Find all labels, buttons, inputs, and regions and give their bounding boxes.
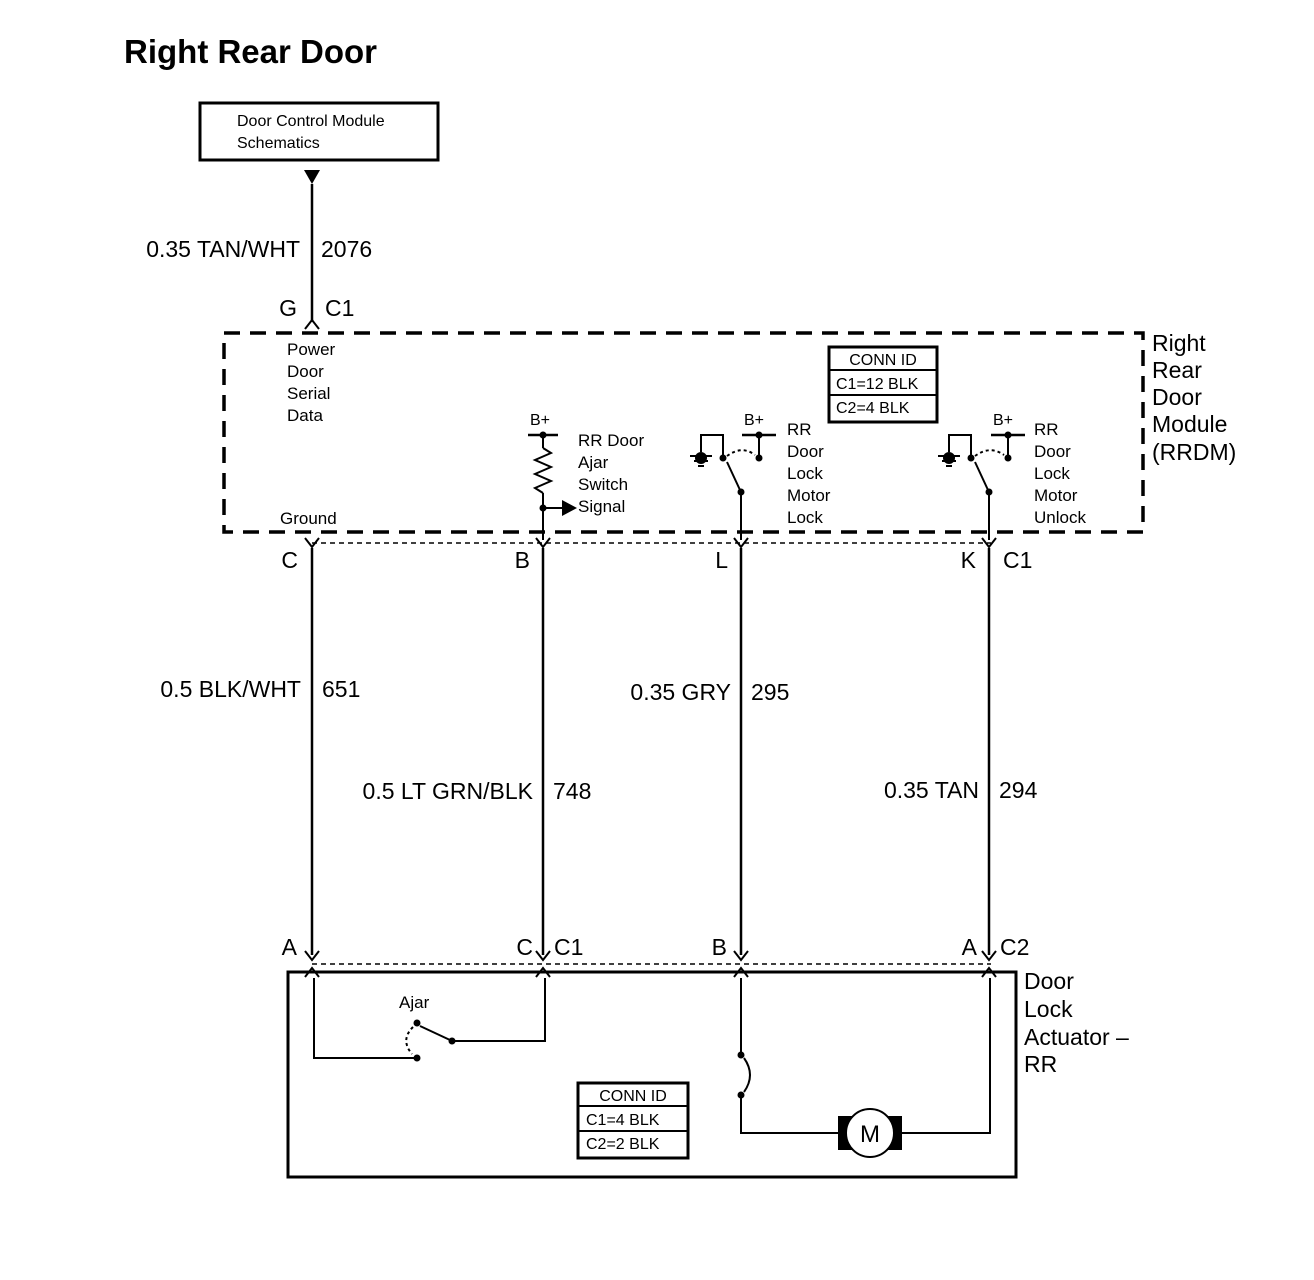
- top-conn-label: C1: [325, 295, 354, 321]
- signal-arrow-icon: [562, 500, 577, 516]
- act-pin-a1: A: [282, 934, 298, 960]
- actuator-name-4: RR: [1024, 1051, 1057, 1077]
- rrdm-name-5: (RRDM): [1152, 439, 1236, 465]
- pullup-resistor-icon: [532, 447, 554, 494]
- bplus-label-ajar: B+: [530, 412, 550, 429]
- actuator-conn-id-box: [576, 1081, 690, 1160]
- lock-relay: B+: [690, 412, 776, 540]
- pin-l-label: L: [715, 547, 728, 573]
- ajar-switch-label: Ajar: [399, 993, 430, 1012]
- unlock-label-2: Door: [1034, 442, 1071, 461]
- power-door-label-3: Serial: [287, 384, 330, 403]
- ajar-label-2: Ajar: [578, 453, 609, 472]
- rrdm-name-2: Rear: [1152, 357, 1202, 383]
- wire-294-gauge: 0.35 TAN: [884, 777, 979, 803]
- pin-b-icon: [535, 537, 551, 549]
- rrdm-conn-id-row2: C2=4 BLK: [836, 400, 910, 417]
- wire-748-gauge: 0.5 LT GRN/BLK: [363, 778, 534, 804]
- wire-295-gauge: 0.35 GRY: [630, 679, 731, 705]
- wire-2076-circuit: 2076: [321, 236, 372, 262]
- diagram-title: Right Rear Door: [124, 33, 377, 70]
- bplus-label-unlock: B+: [993, 412, 1013, 429]
- ajar-label-4: Signal: [578, 497, 625, 516]
- lock-label-5: Lock: [787, 508, 823, 527]
- continuation-arrow-icon: [304, 170, 320, 184]
- wire-748-circuit: 748: [553, 778, 591, 804]
- pin-l-icon: [733, 537, 749, 549]
- wire-294-circuit: 294: [999, 777, 1038, 803]
- rrdm-conn-id-header: CONN ID: [849, 352, 917, 369]
- actuator-conn-id-row2: C2=2 BLK: [586, 1136, 660, 1153]
- pin-k-icon: [981, 537, 997, 549]
- pin-k-label: K: [961, 547, 977, 573]
- motor-circuit: [737, 978, 991, 1158]
- power-door-label-4: Data: [287, 406, 323, 425]
- unlock-label-5: Unlock: [1034, 508, 1086, 527]
- motor-icon: [845, 1108, 895, 1158]
- pin-c-label: C: [281, 547, 298, 573]
- act-pin-a2: A: [962, 934, 978, 960]
- motor-label: M: [860, 1121, 880, 1148]
- ajar-label-1: RR Door: [578, 431, 644, 450]
- rrdm-name-4: Module: [1152, 411, 1227, 437]
- act-conn-c2: C2: [1000, 934, 1029, 960]
- ajar-switch: [313, 978, 546, 1062]
- lock-label-4: Motor: [787, 486, 831, 505]
- pin-c-icon: [304, 537, 320, 549]
- ajar-label-3: Switch: [578, 475, 628, 494]
- ground-label: Ground: [280, 509, 337, 528]
- actuator-conn-id-header: CONN ID: [599, 1088, 667, 1105]
- unlock-label-4: Motor: [1034, 486, 1078, 505]
- rrdm-c1-label: C1: [1003, 547, 1032, 573]
- rrdm-conn-id-row1: C1=12 BLK: [836, 376, 919, 393]
- rrdm-name-1: Right: [1152, 330, 1206, 356]
- actuator-conn-id-row1: C1=4 BLK: [586, 1112, 660, 1129]
- actuator-name-3: Actuator –: [1024, 1024, 1129, 1050]
- rrdm-conn-id-box: [827, 345, 939, 424]
- lock-label-3: Lock: [787, 464, 823, 483]
- lock-label-2: Door: [787, 442, 824, 461]
- rrdm-module-box: [222, 331, 1145, 534]
- unlock-label-3: Lock: [1034, 464, 1070, 483]
- actuator-name-1: Door: [1024, 968, 1074, 994]
- act-pin-b: B: [712, 934, 727, 960]
- act-conn-c1: C1: [554, 934, 583, 960]
- actuator-box: [286, 970, 1018, 1179]
- rrdm-name-3: Door: [1152, 384, 1202, 410]
- actuator-name-2: Lock: [1024, 996, 1073, 1022]
- act-pin-c: C: [516, 934, 533, 960]
- wire-295-circuit: 295: [751, 679, 789, 705]
- reference-box-line2: Schematics: [237, 135, 320, 152]
- wire-651-circuit: 651: [322, 676, 360, 702]
- reference-box-line1: Door Control Module: [237, 113, 385, 130]
- power-door-label-1: Power: [287, 340, 336, 359]
- reference-box: [198, 101, 440, 162]
- unlock-label-1: RR: [1034, 420, 1059, 439]
- bplus-label-lock: B+: [744, 412, 764, 429]
- top-connector-pin-icon: [304, 318, 320, 330]
- pin-b-label: B: [515, 547, 530, 573]
- unlock-relay: B+: [938, 412, 1025, 540]
- wire-651-gauge: 0.5 BLK/WHT: [160, 676, 301, 702]
- lock-label-1: RR: [787, 420, 812, 439]
- top-pin-label: G: [279, 295, 297, 321]
- power-door-label-2: Door: [287, 362, 324, 381]
- wire-2076-gauge: 0.35 TAN/WHT: [146, 236, 300, 262]
